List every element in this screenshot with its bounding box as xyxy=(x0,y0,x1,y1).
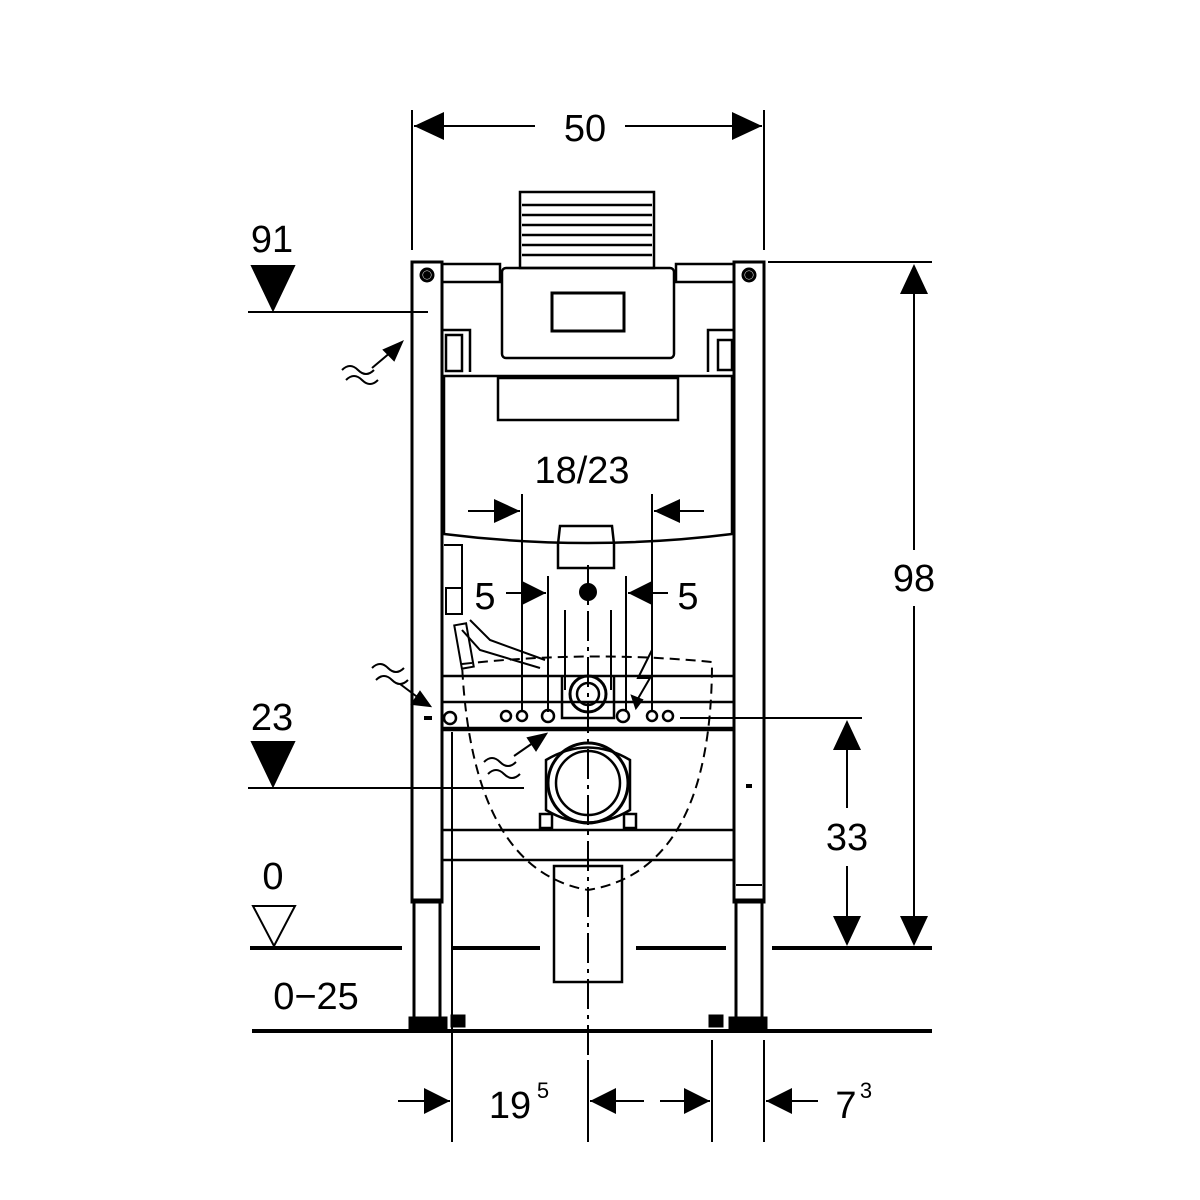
supply-hose xyxy=(444,544,546,670)
frame-left-upright xyxy=(408,260,466,1030)
lower-rail xyxy=(440,828,736,862)
flush-spacing-label: 18/23 xyxy=(534,450,629,492)
bowl-outline xyxy=(461,655,714,892)
floor-level-label: 0 xyxy=(262,856,283,898)
adjust-range-label: 0−25 xyxy=(273,976,359,1018)
flush-pipe xyxy=(564,565,612,1060)
water-supply-icon-center xyxy=(483,732,549,779)
water-supply-icon-top xyxy=(341,340,404,385)
water-supply-icon-left xyxy=(371,663,433,708)
offset-left-label: 5 xyxy=(474,576,495,618)
offset-right-label: 5 xyxy=(677,576,698,618)
level-23-marker xyxy=(248,741,524,789)
outlet-height-dimension xyxy=(680,717,862,946)
offset-dimension xyxy=(506,576,668,712)
level-91-marker xyxy=(248,265,428,313)
cistern xyxy=(442,374,734,570)
width-label: 50 xyxy=(564,108,606,150)
drain-outlet xyxy=(442,728,734,984)
left-offset-base: 19 xyxy=(489,1085,531,1127)
level-91-label: 91 xyxy=(251,219,293,261)
mid-rail xyxy=(424,674,736,730)
level-23-label: 23 xyxy=(251,697,293,739)
outlet-height-label: 33 xyxy=(826,817,868,859)
height-label: 98 xyxy=(893,558,935,600)
frame-right-upright xyxy=(708,260,768,1030)
bottom-offset-dimension xyxy=(398,732,818,1142)
electric-icon xyxy=(630,649,653,711)
right-offset-base: 7 xyxy=(835,1085,856,1127)
right-offset-superscript: 3 xyxy=(860,1078,872,1103)
floor-level-marker xyxy=(251,905,297,949)
height-dimension xyxy=(768,261,932,946)
right-offset-label: 7 xyxy=(835,1085,856,1127)
left-offset-superscript: 5 xyxy=(537,1078,549,1103)
flush-actuator xyxy=(500,190,676,360)
top-brackets xyxy=(440,262,736,373)
left-offset-label: 19 xyxy=(489,1085,531,1127)
width-dimension xyxy=(411,110,765,250)
